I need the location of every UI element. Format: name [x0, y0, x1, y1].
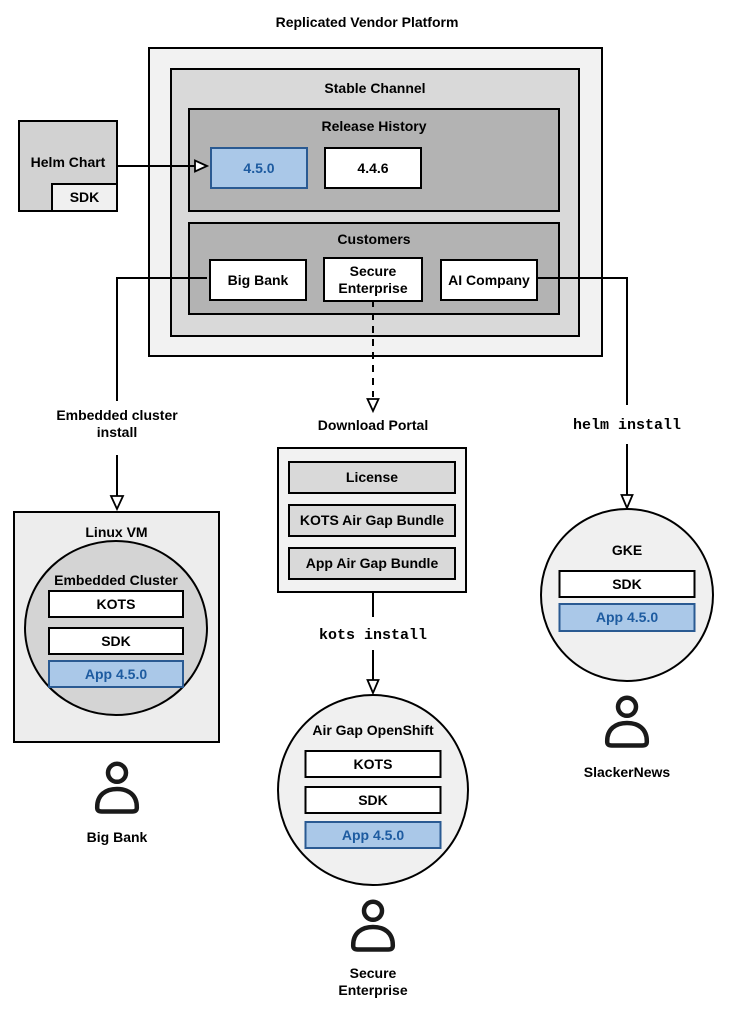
gke-label: GKE	[611, 542, 643, 558]
component-box-app: App 4.5.0	[304, 821, 442, 849]
helm-chart-box: Helm Chart SDK	[18, 120, 118, 212]
helm-install-command-label: helm install	[572, 417, 682, 434]
stable-channel-label: Stable Channel	[324, 80, 426, 96]
component-box-kots: KOTS	[48, 590, 184, 618]
person-icon	[94, 761, 140, 814]
component-box-sdk: SDK	[558, 570, 696, 598]
person-icon	[350, 899, 396, 952]
download-portal-box: License KOTS Air Gap Bundle App Air Gap …	[277, 447, 467, 593]
linux-vm-label: Linux VM	[85, 524, 148, 540]
persona-label-secure-enterprise: Secure Enterprise	[338, 965, 408, 998]
diagram-title: Replicated Vendor Platform	[275, 14, 459, 30]
persona-label-slackernews: SlackerNews	[583, 764, 671, 780]
portal-item-license: License	[288, 461, 456, 494]
customer-box-ai-company: AI Company	[440, 259, 538, 301]
arrowhead-down-middle-flow	[366, 679, 380, 696]
air-gap-openshift-label: Air Gap OpenShift	[312, 722, 434, 738]
portal-item-kots-airgap-bundle: KOTS Air Gap Bundle	[288, 504, 456, 537]
component-box-sdk: SDK	[304, 786, 442, 814]
download-portal-label: Download Portal	[317, 417, 429, 433]
replicated-vendor-platform-container: Stable Channel Release History 4.5.0 4.4…	[148, 47, 603, 357]
persona-label-big-bank: Big Bank	[86, 829, 148, 845]
component-box-sdk: SDK	[48, 627, 184, 655]
stable-channel-container: Stable Channel Release History 4.5.0 4.4…	[170, 68, 580, 337]
release-box-4-4-6: 4.4.6	[324, 147, 422, 189]
embedded-cluster-label: Embedded Cluster	[54, 572, 178, 588]
arrowhead-down-left-flow	[109, 495, 125, 512]
customers-container: Customers Big Bank Secure Enterprise AI …	[188, 222, 560, 315]
arrowhead-down-right-flow	[620, 494, 634, 511]
embedded-cluster-circle: Embedded Cluster KOTS SDK App 4.5.0	[24, 540, 208, 716]
customer-box-big-bank: Big Bank	[209, 259, 307, 301]
component-box-kots: KOTS	[304, 750, 442, 778]
arrowhead-down-dashed	[366, 398, 380, 414]
embedded-cluster-install-label: Embedded cluster install	[56, 407, 178, 440]
component-box-app: App 4.5.0	[48, 660, 184, 688]
release-history-label: Release History	[321, 118, 427, 134]
gke-circle: GKE SDK App 4.5.0	[540, 508, 714, 682]
person-icon	[604, 695, 650, 748]
linux-vm-container: Linux VM Embedded Cluster KOTS SDK App 4…	[13, 511, 220, 743]
helm-chart-label: Helm Chart	[30, 154, 106, 170]
customers-label: Customers	[337, 231, 411, 247]
air-gap-openshift-circle: Air Gap OpenShift KOTS SDK App 4.5.0	[277, 694, 469, 886]
helm-chart-sdk-box: SDK	[51, 183, 118, 212]
kots-install-command-label: kots install	[318, 627, 428, 644]
component-box-app: App 4.5.0	[558, 603, 696, 632]
customer-box-secure-enterprise: Secure Enterprise	[323, 257, 423, 302]
portal-item-app-airgap-bundle: App Air Gap Bundle	[288, 547, 456, 580]
release-history-container: Release History 4.5.0 4.4.6	[188, 108, 560, 212]
release-box-4-5-0: 4.5.0	[210, 147, 308, 189]
